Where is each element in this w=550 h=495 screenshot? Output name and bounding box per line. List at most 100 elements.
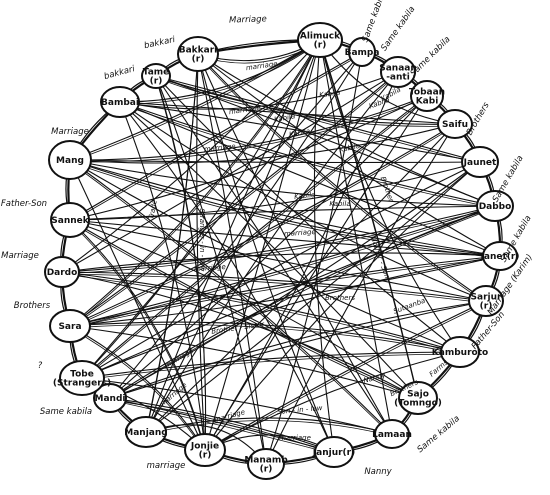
node-circle bbox=[50, 202, 90, 238]
edge-mandi-dabbo bbox=[109, 205, 496, 399]
node-circle bbox=[59, 360, 105, 396]
edge-label-el-1: marriage bbox=[245, 60, 278, 72]
edge-tobaan-sannek bbox=[69, 95, 428, 221]
node-label: (r) bbox=[480, 302, 493, 312]
node-label: Kamburoto bbox=[432, 348, 488, 358]
node-sannek[interactable]: Sannek bbox=[50, 202, 90, 238]
edge-double-alimuck-mang bbox=[69, 41, 321, 163]
edge-alimuck-sara bbox=[69, 39, 321, 327]
node-manjang[interactable]: Manjang bbox=[124, 416, 168, 448]
node-tobe[interactable]: Tobe(Strangers) bbox=[53, 360, 111, 396]
node-label: (r) bbox=[199, 451, 212, 461]
node-label: (r) bbox=[314, 41, 327, 51]
node-circle bbox=[410, 80, 444, 112]
edge-tobe-lamaan bbox=[81, 377, 393, 435]
node-circle bbox=[49, 309, 91, 343]
node-circle bbox=[93, 383, 127, 413]
edge-label-el-21: Sutaanba bbox=[392, 297, 426, 316]
node-bampa[interactable]: Bampa bbox=[345, 37, 380, 67]
edge-alimuck-tobe bbox=[81, 39, 321, 379]
edge-janjur-bakkari bbox=[197, 53, 335, 453]
node-label: Jaunet bbox=[463, 158, 497, 168]
node-lamaan[interactable]: Lamaan bbox=[372, 419, 412, 449]
edge-mandi-sarjur bbox=[109, 300, 487, 399]
node-manamb[interactable]: Manamb(r) bbox=[244, 448, 288, 480]
node-label: (Tomngo) bbox=[394, 399, 442, 409]
edge-double-bampa-sannek bbox=[69, 53, 363, 223]
node-label: Tobe bbox=[70, 370, 94, 380]
edge-mang-dabbo bbox=[69, 159, 496, 207]
edge-double-manjang-bakkari bbox=[145, 55, 199, 435]
edge-label-el-3: marriage bbox=[204, 142, 237, 153]
node-saifu[interactable]: Saifu bbox=[437, 109, 473, 139]
edge-sara-jonjie bbox=[69, 325, 206, 451]
edge-mandi-jaunet bbox=[109, 161, 481, 399]
node-label: Sara bbox=[58, 322, 81, 332]
node-dardo[interactable]: Dardo bbox=[44, 256, 80, 288]
node-circle bbox=[100, 86, 140, 118]
edge-mandi-tobaan bbox=[109, 95, 428, 399]
node-alimuck[interactable]: Alimuck(r) bbox=[297, 22, 343, 58]
node-janjur[interactable]: Janjur(r) bbox=[312, 436, 355, 468]
edge-double-tame-saifu bbox=[155, 77, 456, 127]
edge-sajo-bambai bbox=[119, 101, 419, 399]
edge-alimuck-mang bbox=[69, 39, 321, 161]
node-label: Alimuck bbox=[300, 32, 341, 42]
node-bakkari[interactable]: Bakkari(r) bbox=[177, 36, 219, 72]
node-circle bbox=[348, 37, 376, 67]
relation-label-top-marriage: Marriage bbox=[229, 14, 267, 25]
relation-label-same-kabila-3: Same kabila bbox=[409, 35, 453, 79]
node-sajo[interactable]: Sajo(Tomngo) bbox=[394, 381, 442, 415]
node-jonjie[interactable]: Jonjie(r) bbox=[184, 433, 226, 467]
edge-janjur-bambai bbox=[119, 101, 335, 453]
edge-label-el-18: Brothers bbox=[325, 294, 355, 302]
edge-dardo-sarjur bbox=[61, 271, 487, 302]
node-label: Mandi bbox=[95, 394, 126, 404]
edge-sarjur-mandi bbox=[109, 300, 487, 399]
node-label: -anti bbox=[386, 73, 410, 83]
edge-kamburoto-sara bbox=[69, 321, 461, 353]
node-label: (Strangers) bbox=[53, 379, 111, 389]
node-label: Tobaan bbox=[409, 88, 445, 98]
edge-alimuck-saifu bbox=[319, 39, 456, 125]
edge-jonjie-sarjur bbox=[204, 300, 487, 451]
node-sara[interactable]: Sara bbox=[49, 309, 91, 343]
node-kamburoto[interactable]: Kamburoto bbox=[432, 336, 488, 368]
node-sarjur[interactable]: Sarjur(r) bbox=[468, 285, 504, 317]
edge-saifu-sara bbox=[69, 123, 456, 327]
node-dabbo[interactable]: Dabbo bbox=[476, 190, 514, 222]
node-circle bbox=[314, 436, 354, 468]
node-label: Sarjur bbox=[471, 293, 502, 303]
edge-sara-sajo bbox=[69, 325, 419, 399]
node-circle bbox=[125, 416, 167, 448]
node-layer: Alimuck(r)BampaSanaan-antiTobaanKabiSaif… bbox=[44, 22, 520, 480]
edge-kamburoto-tobe bbox=[81, 351, 461, 379]
edge-sannek-jonjie bbox=[69, 219, 206, 451]
edge-kamburoto-tame bbox=[155, 75, 461, 353]
edge-double-sarjur-bakkari bbox=[197, 55, 487, 304]
edge-label-el-10: Kabila bbox=[273, 112, 295, 124]
node-label: Janjur(r) bbox=[312, 448, 355, 458]
relation-label-nanny-bottom: Nanny bbox=[364, 467, 392, 477]
edge-double-kamburoto-sara bbox=[69, 324, 461, 355]
edge-sanaan-dardo bbox=[61, 71, 399, 273]
edge-bambai-sanaan bbox=[119, 71, 399, 110]
node-sanaan[interactable]: Sanaan-anti bbox=[379, 56, 417, 88]
node-tame[interactable]: Tame(r) bbox=[141, 63, 171, 89]
node-bambai[interactable]: Bambai bbox=[100, 86, 140, 118]
edge-alimuck-jonjie bbox=[204, 39, 321, 451]
node-mang[interactable]: Mang bbox=[48, 140, 92, 180]
node-circle bbox=[184, 433, 226, 467]
node-label: Dardo bbox=[47, 268, 78, 278]
edge-manjang-saifu bbox=[145, 123, 456, 433]
node-jaunet[interactable]: Jaunet bbox=[461, 146, 499, 178]
node-circle bbox=[437, 109, 473, 139]
node-circle bbox=[398, 381, 438, 415]
node-mandi[interactable]: Mandi bbox=[93, 383, 127, 413]
edge-alimuck-bambai bbox=[119, 39, 321, 103]
node-janet[interactable]: Janet(r) bbox=[480, 241, 520, 271]
edge-layer bbox=[61, 39, 501, 465]
